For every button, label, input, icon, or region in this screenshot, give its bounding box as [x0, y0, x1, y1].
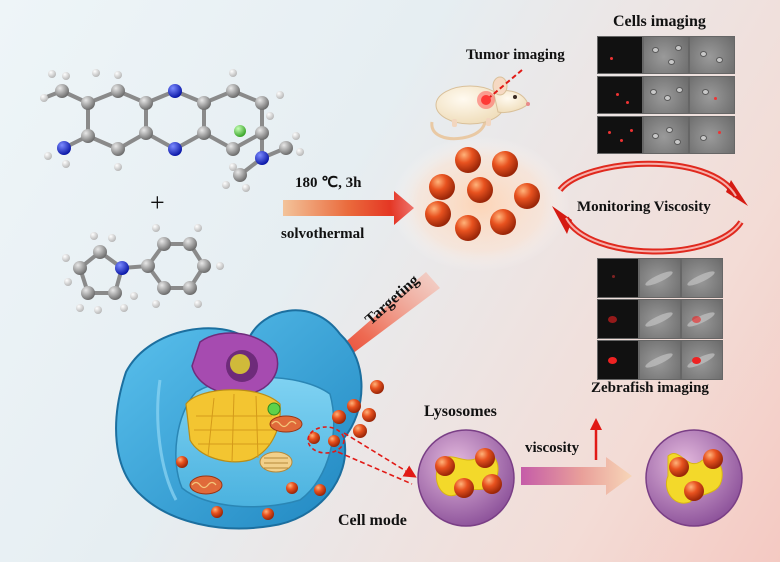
cells-imaging-label: Cells imaging — [613, 13, 706, 30]
solvothermal-arrow — [283, 191, 414, 225]
micrograph-brightfield — [643, 116, 689, 154]
lysosome-before — [417, 429, 515, 527]
lysosome-highlight-circle — [307, 426, 345, 454]
reaction-temperature-label: 180 ℃, 3h — [295, 175, 362, 191]
plus-sign: + — [150, 188, 165, 217]
zebrafish-brightfield — [639, 258, 681, 298]
viscosity-increase-arrow — [590, 418, 602, 460]
monitoring-viscosity-label: Monitoring Viscosity — [577, 199, 711, 215]
zebrafish-merged — [681, 299, 723, 339]
micrograph-brightfield — [643, 76, 689, 114]
reaction-method-label: solvothermal — [281, 226, 365, 242]
micrograph-fluorescence — [597, 76, 643, 114]
molecule-2-atoms — [62, 224, 224, 314]
micrograph-merged — [689, 76, 735, 114]
monitoring-viscosity-loop — [552, 160, 748, 255]
viscosity-arrow — [521, 457, 632, 495]
cell-mode-label: Cell mode — [338, 512, 407, 529]
entering-nanoparticles — [332, 380, 384, 438]
zebrafish-fluorescence — [597, 340, 639, 380]
micrograph-fluorescence — [597, 36, 643, 74]
cell-internal-nanoparticles — [176, 432, 340, 520]
molecule-1-atoms — [40, 69, 304, 192]
lysosomes-label: Lysosomes — [424, 403, 497, 420]
neutral-red-molecule — [42, 89, 288, 177]
cell-illustration — [115, 309, 363, 530]
micrograph-brightfield — [643, 36, 689, 74]
micrograph-fluorescence — [597, 116, 643, 154]
zebrafish-fluorescence — [597, 258, 639, 298]
zebrafish-imaging-label: Zebrafish imaging — [591, 380, 709, 396]
viscosity-label: viscosity — [525, 440, 580, 456]
tumor-pointer-line — [489, 69, 523, 98]
zebrafish-merged — [681, 258, 723, 298]
zebrafish-merged — [681, 340, 723, 380]
micrograph-merged — [689, 36, 735, 74]
micrograph-merged — [689, 116, 735, 154]
lysosome-after — [645, 429, 743, 527]
zebrafish-brightfield — [639, 340, 681, 380]
zebrafish-brightfield — [639, 299, 681, 339]
carbon-dots-cluster — [390, 136, 570, 272]
zebrafish-fluorescence — [597, 299, 639, 339]
mouse-illustration — [430, 76, 530, 141]
zoom-line-top — [343, 432, 417, 478]
zoom-line-bottom — [337, 451, 413, 485]
tumor-imaging-label: Tumor imaging — [466, 47, 565, 63]
